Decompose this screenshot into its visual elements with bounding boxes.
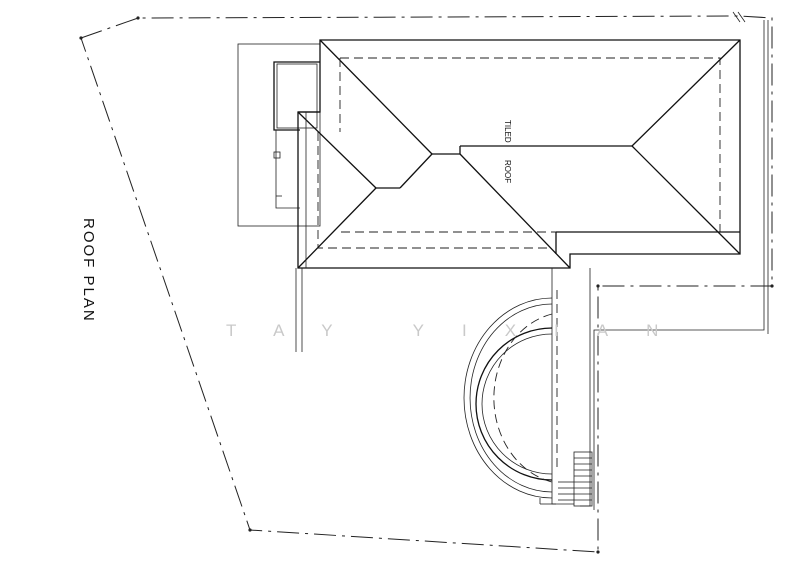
plan-title: ROOF PLAN: [80, 218, 97, 323]
boundary-wall: [593, 20, 769, 510]
roof-label-roof: ROOF: [503, 160, 512, 183]
watermark: TAY YIXIAN: [226, 321, 696, 340]
curved-pavilion: [463, 297, 556, 505]
porch-annex: [237, 43, 321, 352]
site-boundary: [79, 11, 774, 554]
staircase: [558, 451, 593, 507]
roof-label-tiled: TILED: [503, 120, 512, 143]
main-roof: [297, 39, 741, 269]
